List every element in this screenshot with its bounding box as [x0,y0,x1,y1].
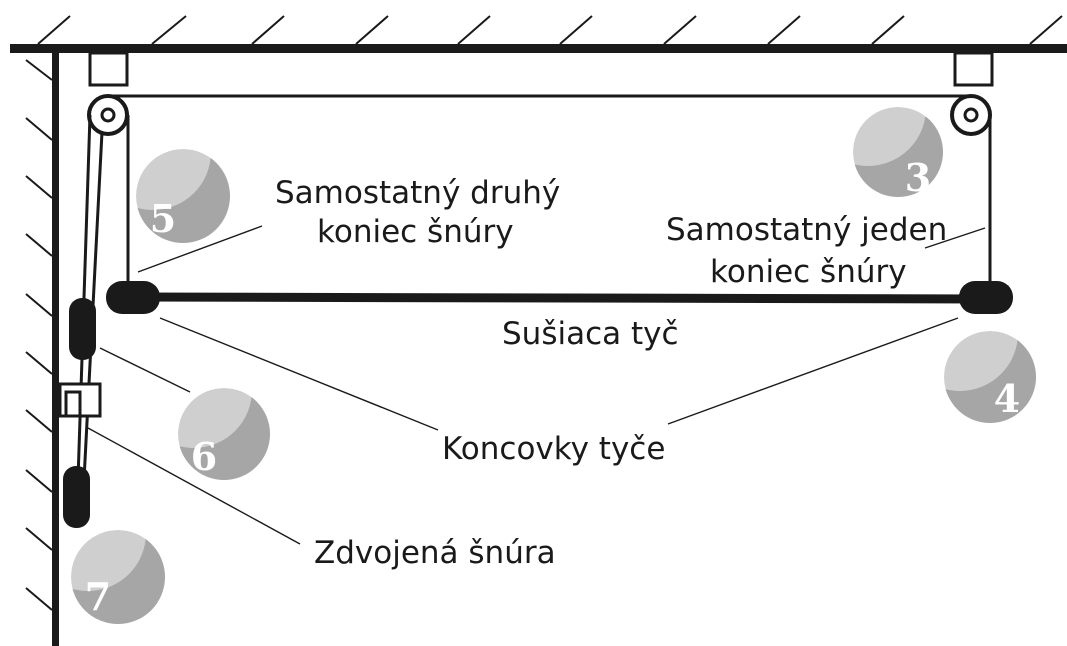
pulley-left [87,51,129,136]
leader-double-cord [87,427,301,545]
pulley-right-axle [963,107,979,123]
pulley-right [950,51,994,136]
badge-6-number: 6 [191,434,217,479]
cord-weights [63,298,96,528]
cord-weight-upper [69,298,96,360]
leader-weight [99,347,191,393]
wall-cleat [58,382,102,418]
cord-weight-lower [63,466,90,528]
drying-rod [129,292,986,304]
pulley-left-axle [100,107,116,123]
badge-7-number: 7 [85,574,111,619]
badge-6: 6 [178,388,270,480]
label-cord-end-one-line1: Samostatný jeden [666,212,947,248]
badge-3-number: 3 [905,155,931,200]
badge-4-number: 4 [994,376,1020,421]
leader-lines [87,225,986,545]
label-cord-end-one-line2: koniec šnúry [710,254,907,290]
pulley-right-bracket [953,51,994,87]
ceiling [10,15,1067,53]
label-cord-end-two-line1: Samostatný druhý [275,175,560,211]
badge-3: 3 [853,107,943,200]
leader-cord-end-two [137,225,263,273]
leader-rod-cap-right [667,317,959,425]
badge-5-number: 5 [150,196,176,241]
label-cord-end-two-line2: koniec šnúry [317,214,514,250]
leader-rod-cap-left [159,317,439,431]
cords [76,94,992,481]
labels: Samostatný druhý koniec šnúry Samostatný… [275,175,947,571]
pulley-left-bracket [88,51,129,87]
ceiling-hatching [37,15,1063,45]
label-double-cord: Zdvojená šnúra [314,535,556,571]
wall-cleat-inner [64,390,82,418]
badge-7: 7 [71,530,165,624]
label-drying-rod: Sušiaca tyč [502,316,679,352]
rod-end-cap-left [106,281,160,314]
leader-cord-end-one [924,227,986,249]
wall [25,44,59,646]
drying-rod-assembly [106,281,1013,314]
label-rod-end-caps: Koncovky tyče [442,431,665,467]
wall-hatching [25,59,53,611]
double-cord-strand-a [76,114,92,481]
badge-5: 5 [136,149,230,243]
ceiling-beam [10,44,1067,53]
rod-end-cap-right [959,281,1013,314]
wall-beam [52,44,59,646]
